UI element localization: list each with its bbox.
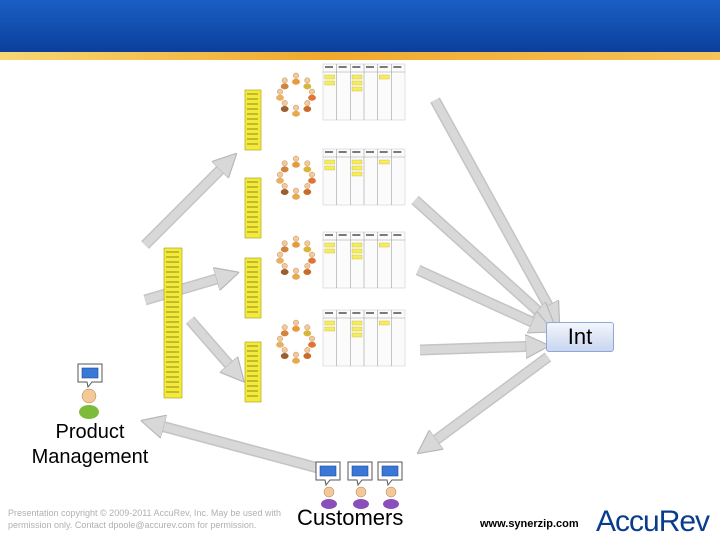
product-management-label: Product Management [10,420,170,470]
team-member [292,187,300,200]
accurev-logo: AccuRev [596,505,710,538]
customer-speech-bubble-3 [377,461,403,487]
customer-speech-bubble-2 [347,461,373,487]
customer-figure-3 [383,486,399,509]
team-member [308,251,316,264]
team-member [292,351,300,364]
customer-figure-2 [353,486,369,509]
team-member [303,183,312,196]
flow-arrow-7 [419,346,540,350]
team-4-circle [276,319,316,364]
team-member [280,240,289,253]
team-member [308,88,316,101]
team-member [292,155,300,168]
team-member [280,347,289,360]
header-stripe [0,52,720,60]
customers-label: Customers [297,505,404,530]
team-member [280,263,289,276]
team-member [292,235,300,248]
flow-arrow-4 [431,98,555,318]
team-member [280,324,289,337]
team-member [280,160,289,173]
team-member [303,77,312,90]
team-member [276,335,284,348]
team-member [303,160,312,173]
task-board-3 [322,231,406,289]
team-member [303,324,312,337]
team-backlog-4 [244,341,262,403]
flow-arrow-3 [186,317,238,375]
team-member [292,319,300,332]
customer-figure-1 [321,486,337,509]
team-member [303,263,312,276]
task-board-1 [322,63,406,121]
integration-box: Int [546,322,614,352]
team-member [276,88,284,101]
team-1-circle [276,72,316,117]
team-member [280,77,289,90]
flow-arrow-5 [412,197,548,320]
flow-arrow-1 [142,160,230,248]
task-board-2 [322,148,406,206]
team-member [308,171,316,184]
team-member [303,240,312,253]
team-backlog-2 [244,177,262,239]
team-3-circle [276,235,316,280]
flow-arrow-8 [425,353,551,448]
team-member [276,171,284,184]
team-member [308,335,316,348]
team-member [292,72,300,85]
team-member [280,100,289,113]
team-member [280,183,289,196]
product-label: Product [55,421,125,443]
pm-speech-bubble [77,363,103,389]
team-member [276,251,284,264]
flow-arrow-2 [143,275,230,304]
copyright-notice: Presentation copyright © 2009-2011 AccuR… [8,507,298,531]
team-2-circle [276,155,316,200]
team-member [303,100,312,113]
customer-speech-bubble-1 [315,461,341,487]
management-label: Management [31,446,149,468]
team-member [292,104,300,117]
product-backlog [163,247,183,399]
team-member [303,347,312,360]
task-board-4 [322,309,406,367]
header-bar [0,0,720,52]
flow-arrow-9 [150,423,320,472]
team-backlog-3 [244,257,262,319]
website-link[interactable]: www.synerzip.com [480,518,579,530]
product-manager-figure [79,388,99,419]
flow-arrow-6 [416,266,545,328]
copyright-line-2: permission only. Contact dpoole@accurev.… [8,520,257,530]
copyright-line-1: Presentation copyright © 2009-2011 AccuR… [8,508,281,518]
team-backlog-1 [244,89,262,151]
team-member [292,267,300,280]
